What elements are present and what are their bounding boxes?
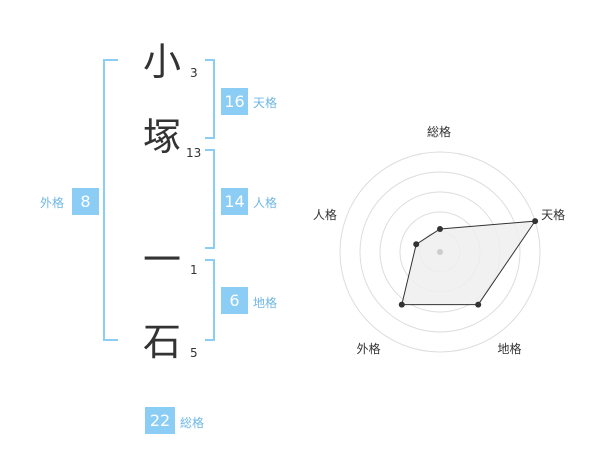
gaikaku-value: 8	[72, 188, 99, 215]
stroke-count-1: 3	[190, 66, 198, 80]
chikaku-value: 6	[221, 287, 248, 314]
radar-point-4	[398, 301, 405, 308]
jinkaku-bracket	[205, 149, 215, 249]
radar-grid-ring-5	[339, 151, 541, 353]
radar-axis-label-1: 総格	[427, 125, 452, 139]
chikaku-bracket	[205, 259, 215, 341]
gaikaku-label: 外格	[40, 196, 65, 210]
radar-point-5	[413, 241, 420, 248]
soukaku-label: 総格	[180, 416, 205, 430]
tenkaku-bracket	[205, 59, 215, 139]
radar-point-2	[532, 218, 539, 225]
gaikaku-bracket	[103, 59, 118, 341]
tenkaku-value: 16	[221, 88, 248, 115]
name-char-4: 石	[142, 320, 181, 364]
stroke-count-2: 13	[186, 146, 202, 160]
chikaku-label: 地格	[253, 296, 278, 310]
name-char-1: 小	[142, 40, 181, 84]
jinkaku-label: 人格	[253, 196, 278, 210]
radar-point-1	[437, 226, 443, 232]
radar-axis-label-3: 地格	[497, 342, 522, 357]
name-char-2: 塚	[142, 115, 181, 159]
tenkaku-label: 天格	[253, 96, 278, 110]
radar-axis-label-4: 外格	[356, 342, 381, 357]
radar-axis-label-2: 天格	[541, 207, 566, 222]
radar-point-3	[475, 301, 482, 308]
name-char-3: 一	[142, 238, 181, 282]
radar-center-dot	[437, 249, 443, 255]
stroke-count-3: 1	[190, 263, 198, 277]
radar-axis-label-5: 人格	[312, 207, 337, 222]
radar-value-polygon	[401, 220, 537, 306]
soukaku-value: 22	[145, 407, 175, 434]
radar-grid-ring-4	[359, 171, 521, 333]
jinkaku-value: 14	[221, 188, 248, 215]
stroke-count-4: 5	[190, 346, 198, 360]
